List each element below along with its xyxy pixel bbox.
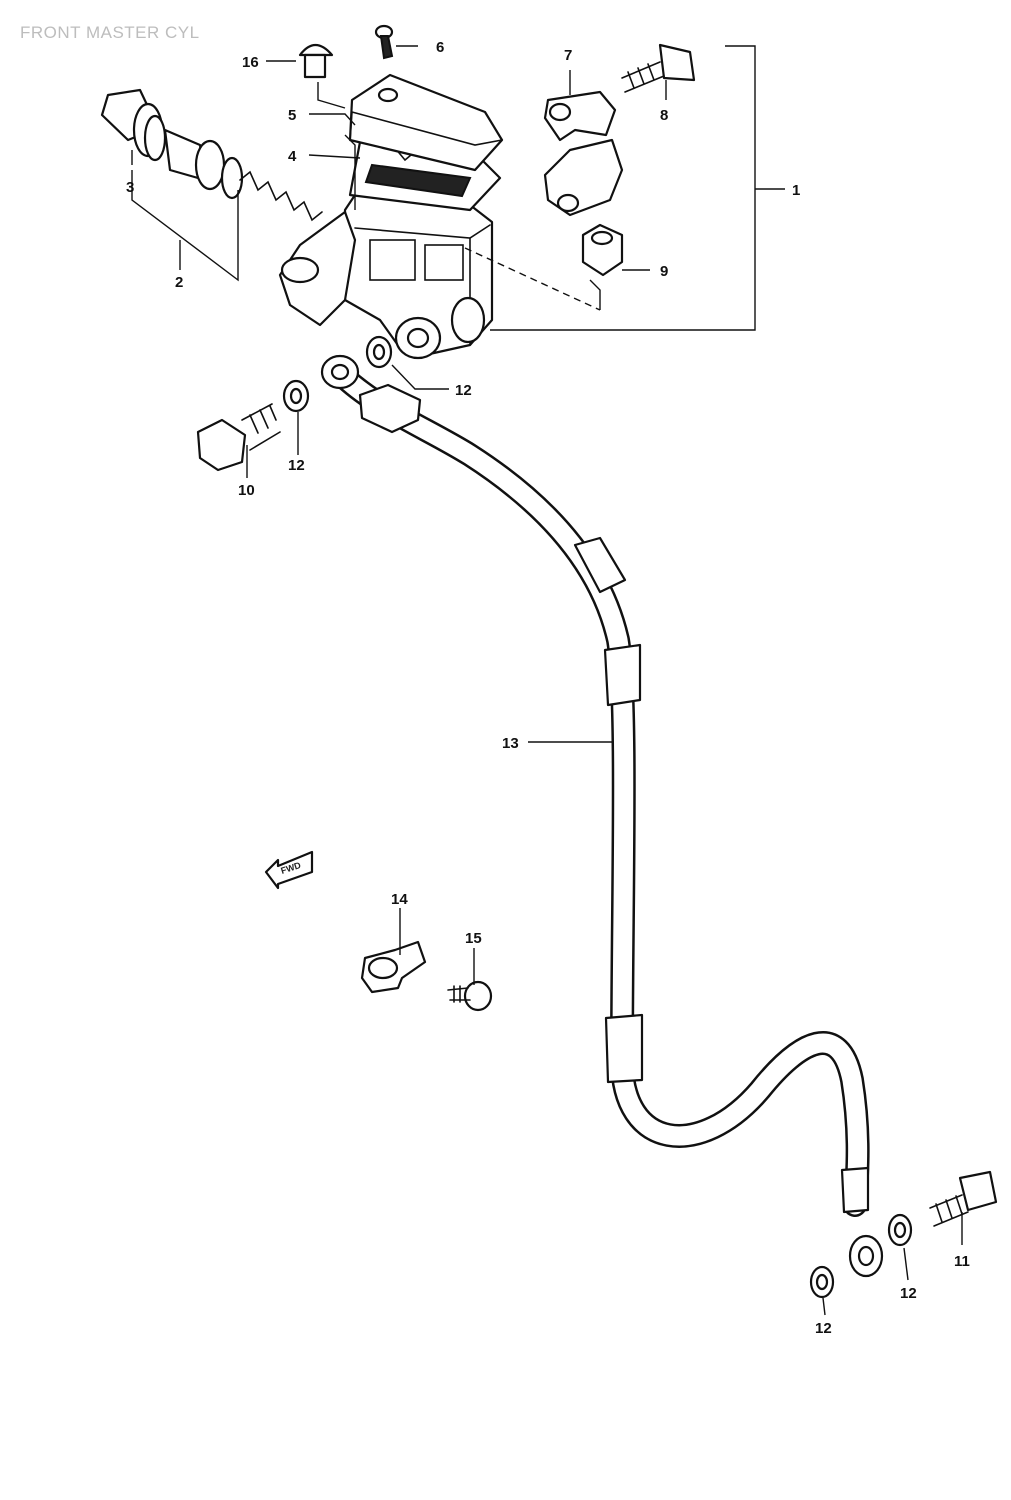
- callout-10: 10: [238, 482, 255, 499]
- callout-12-lower-left: 12: [815, 1320, 832, 1337]
- callout-7: 7: [564, 47, 572, 64]
- callout-12-left: 12: [288, 457, 305, 474]
- callout-6: 6: [436, 39, 444, 56]
- callout-2: 2: [175, 274, 183, 291]
- piston-assembly: [100, 88, 323, 222]
- callout-8: 8: [660, 107, 668, 124]
- callout-11: 11: [954, 1253, 970, 1270]
- union-bolt-lower: [929, 1170, 998, 1227]
- callout-15: 15: [465, 930, 482, 947]
- holder-bolt: [621, 43, 696, 93]
- washer-left: [282, 379, 310, 413]
- washer-upper: [365, 335, 393, 369]
- callout-12-upper: 12: [455, 382, 472, 399]
- callouts: 1 2 3 4 5 6 7 8 9 10 11 12 12 12 12 13 1…: [126, 39, 970, 1337]
- callout-12-lower-right: 12: [900, 1285, 917, 1302]
- cap-screw: [374, 24, 394, 60]
- nut: [581, 223, 624, 277]
- forward-arrow-icon: FWD: [264, 850, 314, 890]
- brake-hose: [320, 354, 884, 1278]
- callout-14: 14: [391, 891, 408, 908]
- callout-16: 16: [242, 54, 259, 71]
- callout-13: 13: [502, 735, 519, 752]
- handlebar-holder: [543, 90, 624, 217]
- callout-4: 4: [288, 148, 297, 165]
- washer-lower-right: [887, 1213, 913, 1247]
- washer-lower-left: [809, 1265, 835, 1299]
- cap-plug: [298, 43, 334, 79]
- callout-3: 3: [126, 179, 134, 196]
- diagram-title: FRONT MASTER CYL: [20, 23, 200, 42]
- union-bolt: [196, 403, 281, 472]
- callout-1: 1: [792, 182, 800, 199]
- leader-lines: [131, 45, 963, 1316]
- callout-5: 5: [288, 107, 296, 124]
- master-cylinder-body: [278, 193, 494, 360]
- clamp-screw: [447, 980, 493, 1012]
- hose-clamp: [360, 940, 427, 994]
- callout-9: 9: [660, 263, 668, 280]
